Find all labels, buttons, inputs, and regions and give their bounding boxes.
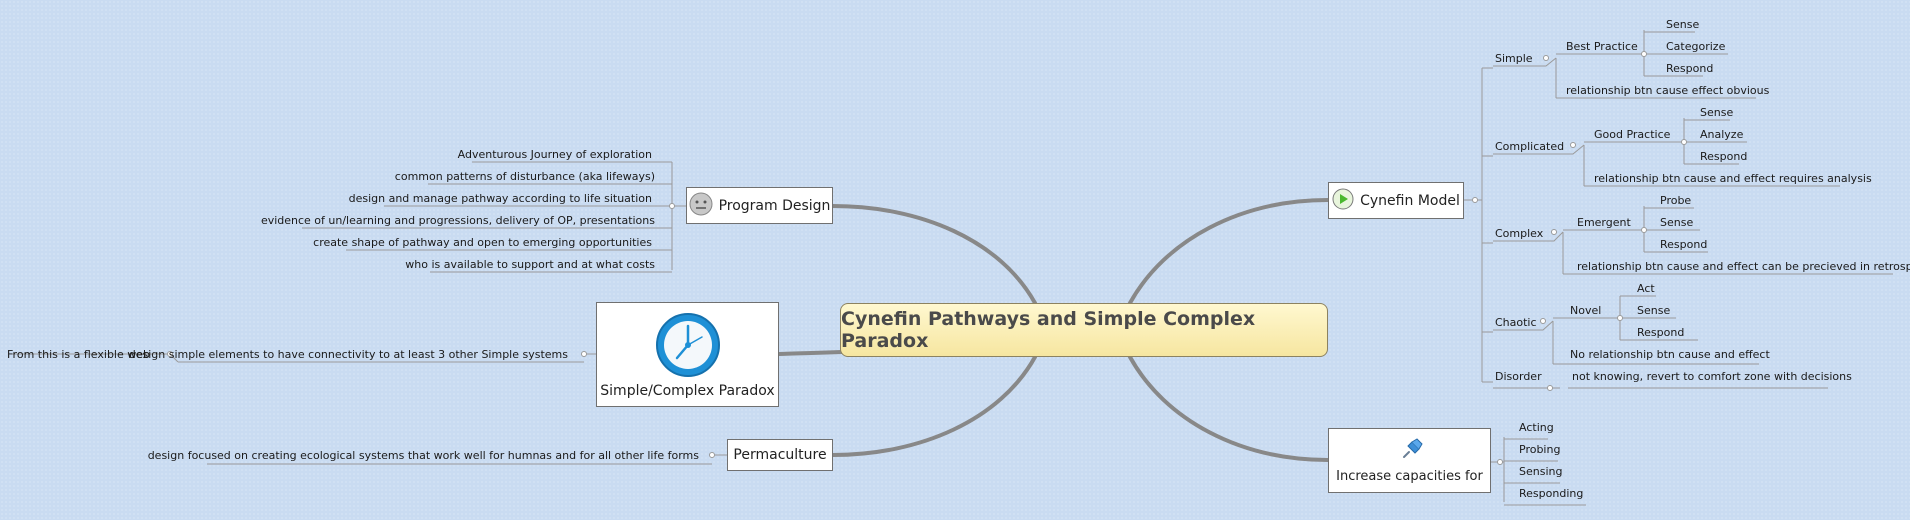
cynefin-model-topic[interactable]: Cynefin Model [1328,182,1464,219]
domain-complex: Complex [1495,227,1544,240]
paradox-child: design simple elements to have connectiv… [129,348,569,361]
right-connectors [1464,30,1893,506]
capacity-item: Acting [1519,421,1554,434]
relation: not knowing, revert to comfort zone with… [1572,370,1852,383]
program-item: Adventurous Journey of exploration [458,148,652,161]
domain-complicated: Complicated [1495,140,1564,153]
face-icon [689,192,713,220]
step: Respond [1700,150,1747,163]
capacities-items: Acting Probing Sensing Responding [1519,421,1583,500]
capacity-item: Sensing [1519,465,1562,478]
cynefin-model-label: Cynefin Model [1360,192,1460,209]
permaculture-label: Permaculture [733,447,827,463]
program-design-topic[interactable]: Program Design [686,187,833,224]
central-topic-label: Cynefin Pathways and Simple Complex Para… [841,308,1256,352]
relation: relationship btn cause effect obvious [1566,84,1770,97]
step: Sense [1660,216,1693,229]
practice-good: Good Practice [1594,128,1671,141]
central-topic[interactable]: Cynefin Pathways and Simple Complex Para… [840,303,1328,357]
right-collapse-dots [1472,51,1687,465]
paradox-grandchild: From this is a flexible web [7,348,150,361]
relation: relationship btn cause and effect can be… [1577,260,1910,273]
program-item: who is available to support and at what … [405,258,655,271]
program-item: common patterns of disturbance (aka life… [395,170,655,183]
permaculture-topic[interactable]: Permaculture [727,439,833,471]
practice-best: Best Practice [1566,40,1638,53]
relation: relationship btn cause and effect requir… [1594,172,1872,185]
step: Analyze [1700,128,1744,141]
practice-novel: Novel [1570,304,1601,317]
pin-icon [1398,437,1424,467]
left-connectors [12,161,727,465]
step: Act [1637,282,1655,295]
step: Respond [1637,326,1684,339]
capacity-item: Probing [1519,443,1560,456]
step: Probe [1660,194,1691,207]
domain-disorder: Disorder [1495,370,1542,383]
program-item: evidence of un/learning and progressions… [261,214,655,227]
domain-simple: Simple [1495,52,1533,65]
program-item: design and manage pathway according to l… [349,192,652,205]
paradox-label: Simple/Complex Paradox [600,383,775,399]
step: Sense [1666,18,1699,31]
domain-chaotic: Chaotic [1495,316,1537,329]
program-design-label: Program Design [718,197,831,214]
step: Sense [1637,304,1670,317]
play-icon [1332,188,1354,214]
collapse-dots [167,203,715,458]
permaculture-child: design focused on creating ecological sy… [148,449,700,462]
program-item: create shape of pathway and open to emer… [313,236,652,249]
capacity-item: Responding [1519,487,1583,500]
relation: No relationship btn cause and effect [1570,348,1770,361]
step: Respond [1666,62,1713,75]
step: Sense [1700,106,1733,119]
capacities-label: Increase capacities for [1336,469,1483,484]
capacities-topic[interactable]: Increase capacities for [1328,428,1491,493]
clock-icon [655,312,721,382]
cynefin-domains: Simple Best Practice Sense Categorize Re… [1495,18,1910,383]
paradox-topic[interactable]: Simple/Complex Paradox [596,302,779,407]
program-design-items: Adventurous Journey of exploration commo… [261,148,655,271]
step: Respond [1660,238,1707,251]
step: Categorize [1666,40,1726,53]
practice-emergent: Emergent [1577,216,1631,229]
